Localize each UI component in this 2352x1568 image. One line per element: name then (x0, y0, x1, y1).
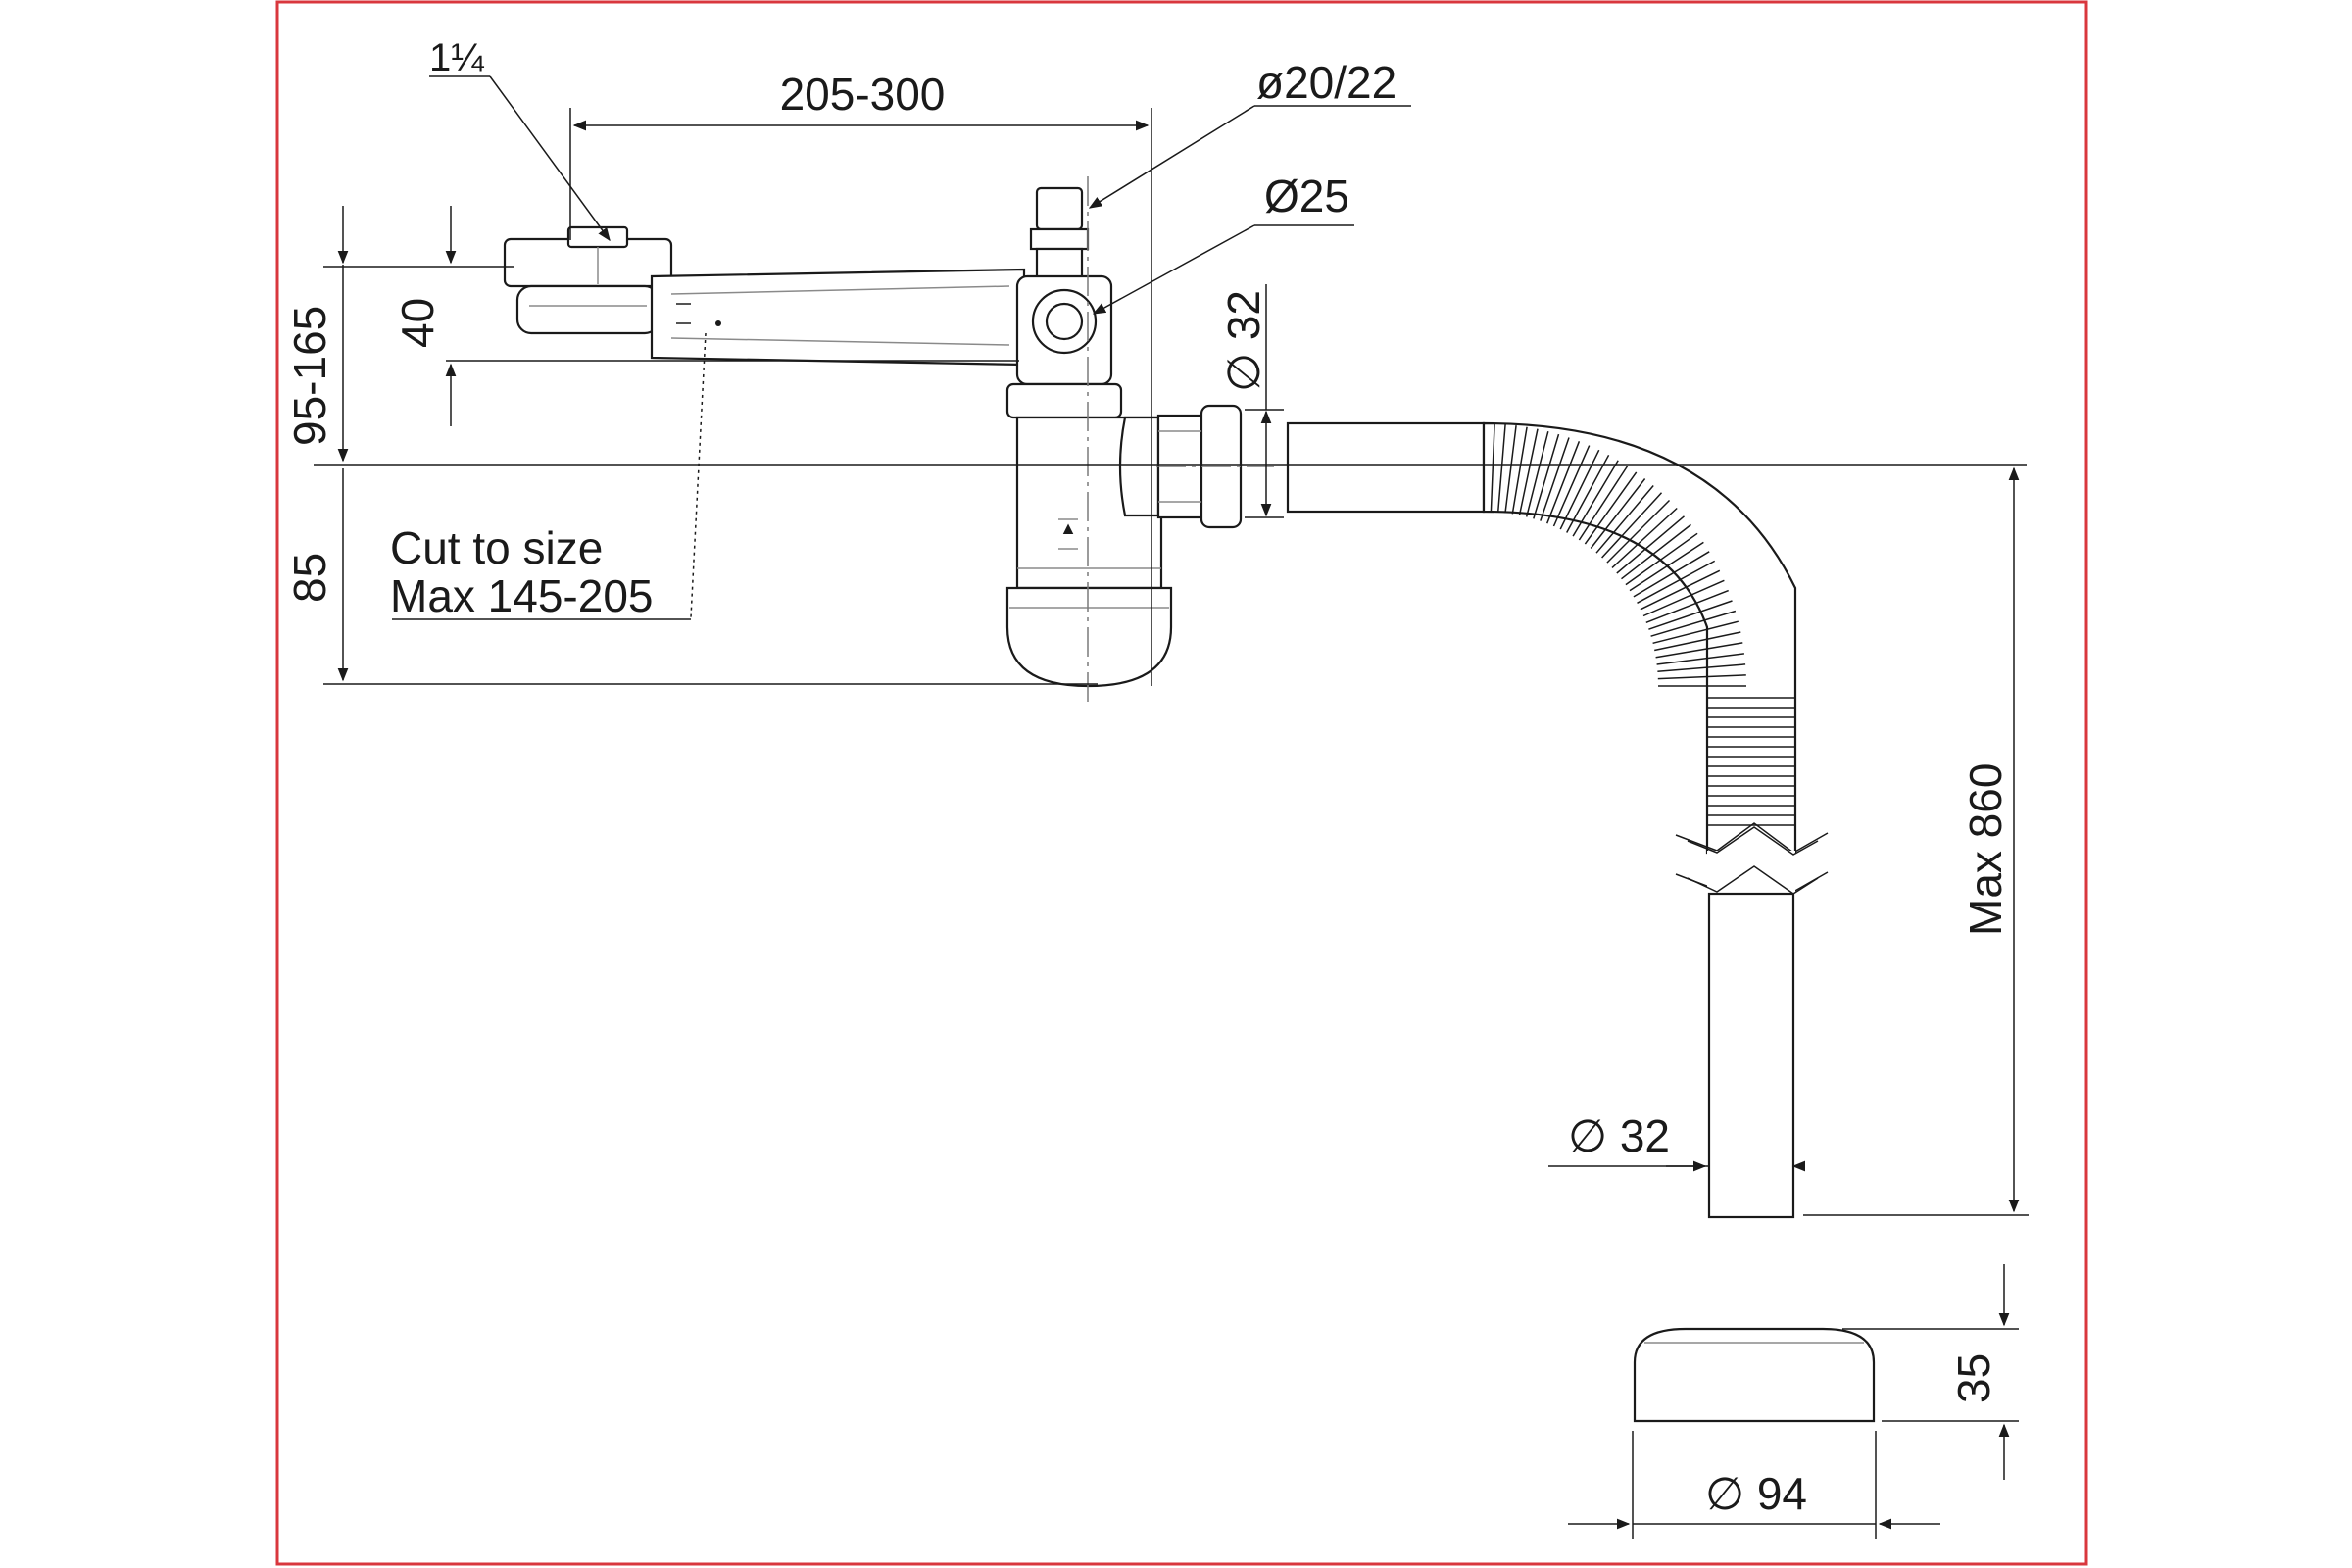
svg-text:▲: ▲ (1059, 518, 1077, 538)
cover-cap (1633, 1327, 1876, 1423)
label-cut-note-line1: Cut to size (390, 522, 603, 573)
straight-pipe (1286, 421, 1486, 514)
drawing-frame (275, 0, 2088, 1566)
hose-rib (1606, 499, 1671, 564)
hose-rib (1566, 454, 1610, 533)
hose-rib (1611, 507, 1678, 568)
outlet-pipe (1707, 892, 1795, 1219)
hose-rib (1496, 423, 1506, 513)
label-cap-diameter: ∅ 94 (1705, 1468, 1807, 1519)
dimension-labels: 1¼ 205-300 ø20/22 Ø25 ∅ 32 95-165 40 85 … (284, 36, 2011, 1519)
label-hose-connector: ø20/22 (1256, 57, 1396, 108)
horizontal-arm (650, 268, 1026, 367)
hose-rib (1595, 485, 1654, 554)
hose-rib (1648, 600, 1733, 630)
hose-rib (1621, 523, 1691, 580)
hose-rib (1518, 428, 1539, 515)
label-outlet-diameter-bottom: ∅ 32 (1568, 1110, 1670, 1161)
hose-rib (1625, 532, 1698, 586)
label-height-range: 95-165 (284, 306, 335, 446)
hose-rib (1511, 426, 1528, 514)
dimension-lines (314, 75, 2029, 1539)
corrugated-hose (1482, 421, 1829, 895)
label-inlet-height: 40 (392, 298, 443, 348)
label-outlet-diameter-top: ∅ 32 (1218, 290, 1269, 392)
label-horizontal-reach: 205-300 (780, 69, 946, 120)
hose-rib (1504, 425, 1517, 514)
label-cut-note-line2: Max 145-205 (390, 570, 654, 621)
hose-rib (1533, 433, 1560, 519)
label-hose-max-length: Max 860 (1960, 763, 2011, 936)
hose-rib (1525, 431, 1549, 517)
hose-connector (1029, 186, 1090, 280)
label-side-inlet: Ø25 (1264, 171, 1349, 221)
hose-rib (1540, 437, 1570, 521)
hose-rib (1590, 478, 1646, 549)
hose-rib (1656, 653, 1744, 665)
hose-rib (1584, 471, 1638, 545)
sink-trap-assembly: ▲ (503, 186, 1876, 1423)
hose-rib (1546, 441, 1581, 524)
hose-rib (1655, 642, 1743, 659)
hose-rib (1490, 423, 1495, 513)
hose-rib (1650, 610, 1737, 637)
hose-rib (1572, 460, 1619, 537)
hose-rib (1654, 631, 1741, 652)
hose-rib (1645, 589, 1729, 623)
hose-rib (1601, 492, 1663, 559)
hose-rib (1637, 560, 1716, 604)
hose-rib (1652, 620, 1739, 645)
label-trap-depth: 85 (284, 553, 335, 603)
label-inlet-thread: 1¼ (429, 36, 484, 79)
hose-rib (1633, 551, 1710, 598)
hose-rib (1629, 541, 1704, 592)
hose-rib (1559, 449, 1600, 530)
hose-rib (1552, 445, 1591, 527)
hose-rib (1642, 579, 1725, 617)
hose-rib (1640, 569, 1721, 611)
hose-rib (1657, 663, 1746, 673)
inlet-flange (503, 225, 673, 335)
hose-rib (1616, 515, 1685, 574)
label-cap-height: 35 (1948, 1353, 1999, 1403)
hose-rib (1578, 466, 1629, 541)
hose-rib (1657, 674, 1746, 680)
